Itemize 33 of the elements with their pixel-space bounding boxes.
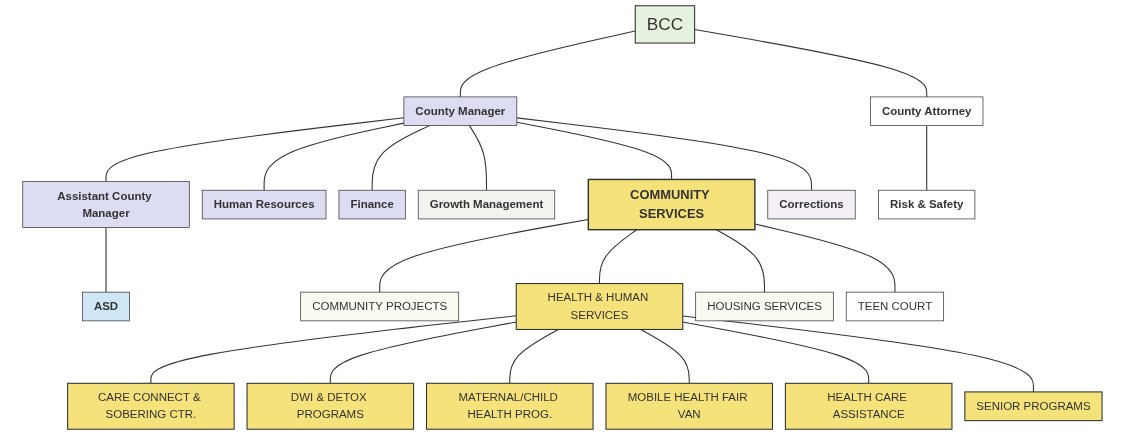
connector	[715, 229, 765, 293]
node-box: CARE CONNECT & SOBERING CTR.	[66, 382, 235, 430]
node-box: ASD	[81, 291, 130, 322]
connector	[639, 328, 690, 384]
node-box: MOBILE HEALTH FAIR VAN	[605, 382, 773, 430]
connector	[105, 227, 107, 293]
connector	[598, 229, 637, 285]
node-box: Human Resources	[201, 189, 326, 220]
node-box: SENIOR PROGRAMS	[963, 391, 1103, 422]
node-box: Assistant County Manager	[22, 181, 190, 228]
node-box: County Attorney	[869, 96, 983, 126]
connector	[371, 125, 430, 191]
node-box: HOUSING SERVICES	[694, 291, 834, 322]
node-box: Growth Management	[417, 189, 555, 220]
connector	[105, 117, 405, 183]
node-box: Risk & Safety	[877, 189, 975, 220]
node-box: DWI & DETOX PROGRAMS	[246, 382, 414, 430]
connector	[263, 122, 405, 191]
node-box: BCC	[634, 5, 695, 44]
connector	[515, 121, 672, 180]
node-box: TEEN COURT	[845, 291, 944, 322]
node-box: County Manager	[403, 96, 517, 126]
connector	[515, 117, 812, 191]
node-box: MATERNAL/CHILD HEALTH PROG.	[425, 382, 594, 430]
node-box: COMMUNITY SERVICES	[587, 178, 756, 231]
connector	[925, 125, 927, 191]
connector	[508, 328, 559, 384]
node-box: COMMUNITY PROJECTS	[299, 291, 459, 322]
node-box: HEALTH CARE ASSISTANCE	[784, 382, 953, 430]
node-box: HEALTH & HUMAN SERVICES	[515, 283, 683, 330]
node-box: Finance	[338, 189, 406, 220]
node-box: Corrections	[767, 189, 856, 220]
connector	[468, 125, 487, 191]
